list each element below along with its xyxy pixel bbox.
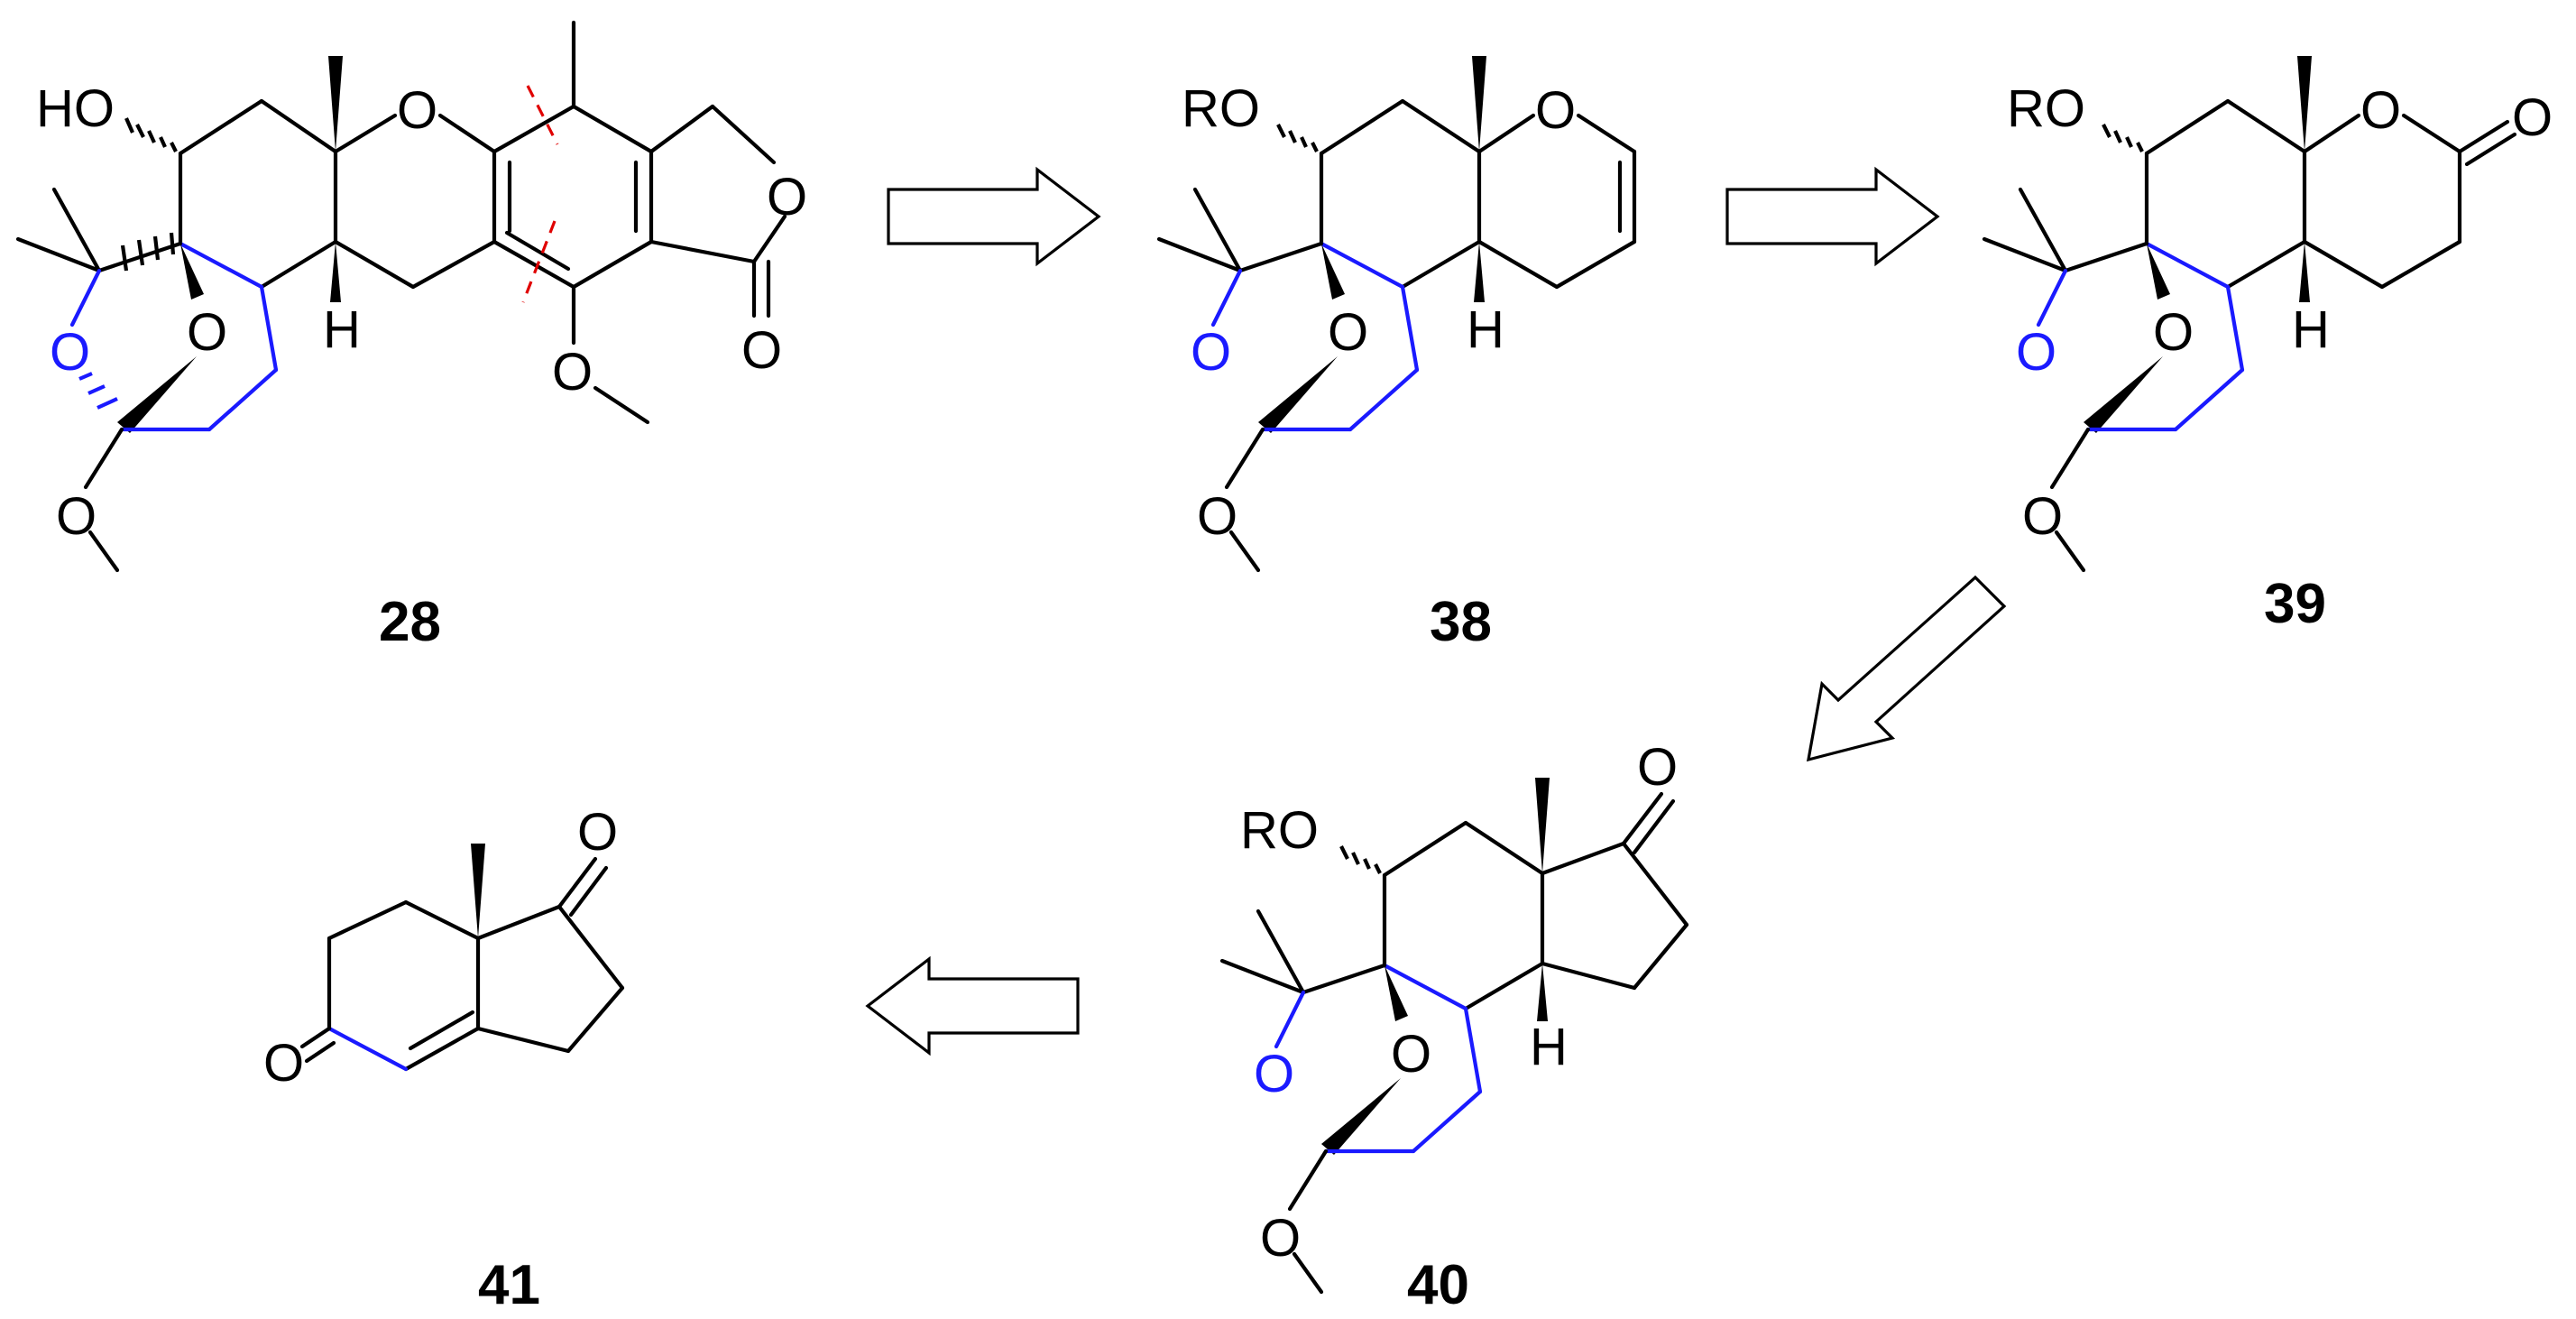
oxygen-label: O xyxy=(1328,303,1368,362)
oxygen-label: O xyxy=(1391,1025,1431,1084)
oxygen-label: O xyxy=(1637,738,1678,797)
retro-arrow xyxy=(1806,575,2007,762)
compound-label: 28 xyxy=(379,591,441,653)
hydroxy-label: HO xyxy=(36,79,115,138)
retro-arrow xyxy=(887,166,1101,267)
hashed-bond xyxy=(78,372,118,410)
hydrogen-label: H xyxy=(1530,1018,1568,1076)
oxygen-label: O xyxy=(397,81,437,140)
oxygen-label: O xyxy=(2153,303,2194,362)
compound-41: O O 41 xyxy=(263,803,625,1316)
oxygen-label: O xyxy=(2022,487,2063,546)
oxygen-label: O xyxy=(767,168,807,226)
retro-arrow xyxy=(865,955,1080,1056)
ether-label: RO xyxy=(2007,79,2085,138)
compound-40: RO O H O O O xyxy=(1219,738,1689,1316)
hydrogen-label: H xyxy=(2292,300,2330,359)
compound-38: RO O H O O O xyxy=(1156,56,1637,653)
oxygen-label: O xyxy=(1535,81,1576,140)
oxygen-label: O xyxy=(1260,1209,1301,1268)
compound-28: HO O H xyxy=(15,20,807,653)
oxygen-label: O xyxy=(263,1034,304,1093)
oxygen-label: O xyxy=(2016,323,2056,382)
disconnection-mark xyxy=(521,220,557,303)
hydrogen-label: H xyxy=(323,300,361,359)
compound-label: 41 xyxy=(478,1254,540,1316)
hashed-bond xyxy=(120,232,176,272)
compound-label: 38 xyxy=(1430,591,1492,653)
oxygen-label: O xyxy=(1191,323,1231,382)
hashed-bond xyxy=(2102,124,2144,152)
hashed-bond xyxy=(124,117,178,152)
oxygen-label: O xyxy=(2360,81,2401,140)
retro-arrow xyxy=(1725,166,1940,267)
ether-label: RO xyxy=(1182,79,1260,138)
disconnection-mark xyxy=(526,85,559,145)
compound-label: 40 xyxy=(1407,1254,1469,1316)
oxygen-label: O xyxy=(1197,487,1237,546)
oxygen-label: O xyxy=(741,321,782,380)
oxygen-label: O xyxy=(50,323,90,382)
oxygen-label: O xyxy=(2512,88,2553,147)
oxygen-label: O xyxy=(1254,1045,1294,1103)
hashed-bond xyxy=(1339,845,1382,874)
hydrogen-label: H xyxy=(1467,300,1504,359)
hashed-bond xyxy=(1276,124,1319,152)
oxygen-label: O xyxy=(56,487,97,546)
oxygen-label: O xyxy=(187,303,227,362)
compound-39: RO O O H O O xyxy=(1982,56,2553,635)
ether-label: RO xyxy=(1240,801,1319,860)
oxygen-label: O xyxy=(552,343,593,401)
oxygen-label: O xyxy=(577,803,618,862)
compound-label: 39 xyxy=(2264,573,2326,635)
